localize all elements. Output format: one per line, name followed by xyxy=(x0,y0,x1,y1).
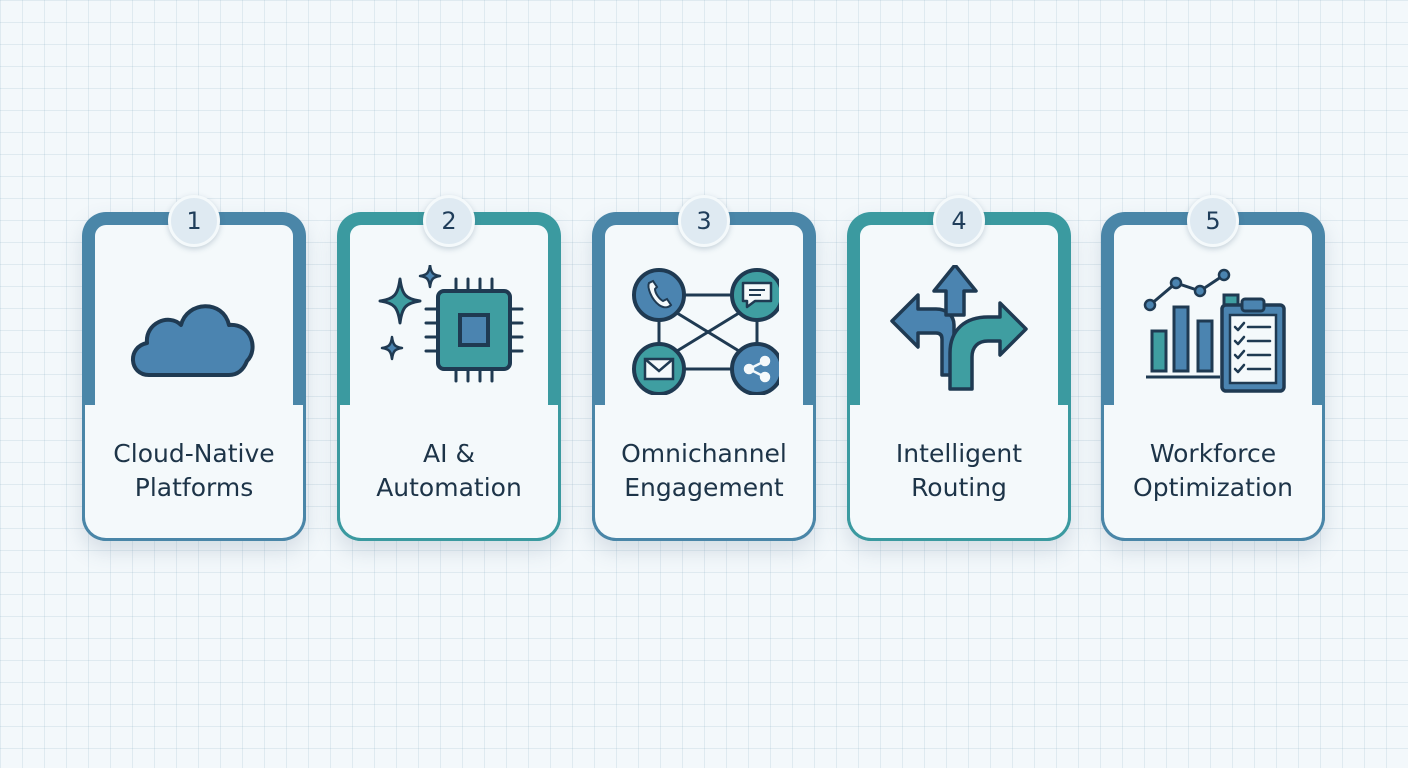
ai-chip-icon xyxy=(378,265,524,383)
step-label-line1: Workforce xyxy=(1149,439,1277,468)
step-label-line2: Optimization xyxy=(1133,473,1293,502)
channels-network-icon xyxy=(632,268,779,395)
step-number-badge: 2 xyxy=(423,195,475,247)
step-label-line1: AI & xyxy=(423,439,475,468)
step-label-line1: Intelligent xyxy=(895,439,1023,468)
step-card-3: 3 Omnichannel Engagement xyxy=(592,195,816,541)
step-label-line1: Omnichannel xyxy=(621,439,787,468)
analytics-checklist-icon xyxy=(1143,268,1286,393)
step-label: Omnichannel Engagement xyxy=(605,437,803,505)
routing-arrows-icon xyxy=(890,265,1028,391)
step-number-badge: 5 xyxy=(1187,195,1239,247)
cloud-icon xyxy=(131,304,255,377)
step-number-badge: 4 xyxy=(933,195,985,247)
step-label: Cloud-Native Platforms xyxy=(95,437,293,505)
step-card-1: 1 Cloud-Native Platforms xyxy=(82,195,306,541)
step-label: Intelligent Routing xyxy=(860,437,1058,505)
step-label-line2: Engagement xyxy=(624,473,784,502)
step-label: Workforce Optimization xyxy=(1114,437,1312,505)
step-label-line2: Routing xyxy=(911,473,1007,502)
step-label-line2: Platforms xyxy=(134,473,254,502)
step-number-badge: 1 xyxy=(168,195,220,247)
step-card-4: 4 Intelligent Routing xyxy=(847,195,1071,541)
step-label-line2: Automation xyxy=(376,473,522,502)
step-label-line1: Cloud-Native xyxy=(113,439,275,468)
step-card-5: 5 Workforce Optimization xyxy=(1101,195,1325,541)
step-number-badge: 3 xyxy=(678,195,730,247)
step-label: AI & Automation xyxy=(350,437,548,505)
step-card-2: 2 AI & Automation xyxy=(337,195,561,541)
